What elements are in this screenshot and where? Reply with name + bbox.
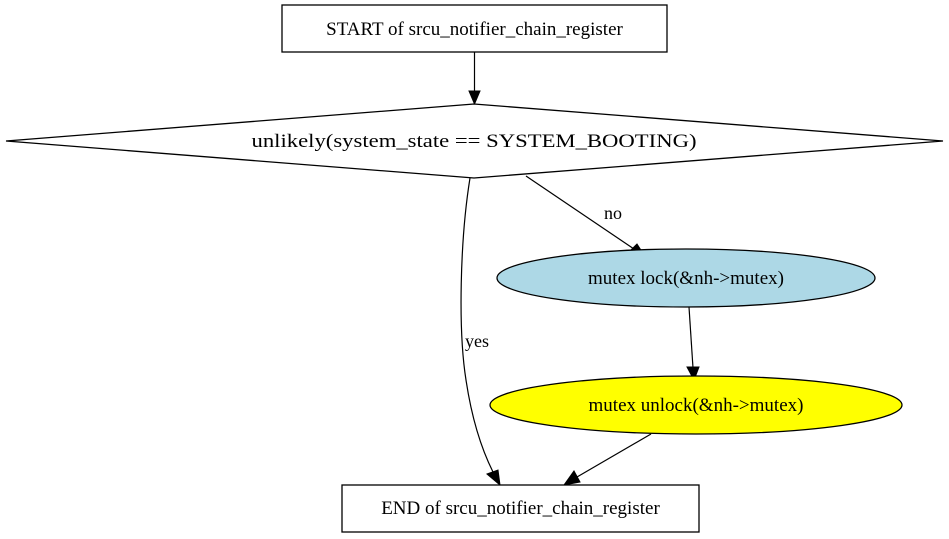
mutex-unlock-node-label: mutex unlock(&nh->mutex) <box>589 395 804 416</box>
start-node-label: START of srcu_notifier_chain_register <box>326 19 623 40</box>
end-node[interactable]: END of srcu_notifier_chain_register <box>341 484 700 533</box>
start-node[interactable]: START of srcu_notifier_chain_register <box>281 4 668 53</box>
end-node-box <box>341 484 700 533</box>
mutex-lock-node[interactable]: mutex lock(&nh->mutex) <box>496 248 876 308</box>
edge-line <box>576 433 652 478</box>
arrowhead-icon <box>468 90 481 106</box>
edge-label-yes: yes <box>465 331 489 351</box>
edge-condition-to-end: yes <box>460 177 501 487</box>
end-node-label: END of srcu_notifier_chain_register <box>381 498 660 519</box>
edge-condition-to-lock: no <box>525 175 648 259</box>
arrowhead-icon <box>562 470 581 486</box>
condition-node-label: unlikely(system_state == SYSTEM_BOOTING) <box>252 131 697 152</box>
arrowhead-icon <box>686 366 700 382</box>
edge-line <box>525 175 635 250</box>
start-node-box <box>281 4 668 53</box>
mutex-unlock-node-ellipse <box>489 375 903 435</box>
arrowhead-icon <box>486 469 501 487</box>
mutex-lock-node-ellipse <box>496 248 876 308</box>
edge-line <box>460 177 494 473</box>
mutex-lock-node-label: mutex lock(&nh->mutex) <box>588 268 784 289</box>
edge-line <box>688 306 694 369</box>
edge-lock-to-unlock <box>686 306 700 382</box>
edge-start-to-condition <box>468 52 481 106</box>
mutex-unlock-node[interactable]: mutex unlock(&nh->mutex) <box>489 375 903 435</box>
condition-node-diamond <box>5 103 944 179</box>
edge-label-no: no <box>604 203 622 223</box>
condition-node[interactable]: unlikely(system_state == SYSTEM_BOOTING) <box>5 103 944 179</box>
edge-unlock-to-end <box>562 433 652 486</box>
